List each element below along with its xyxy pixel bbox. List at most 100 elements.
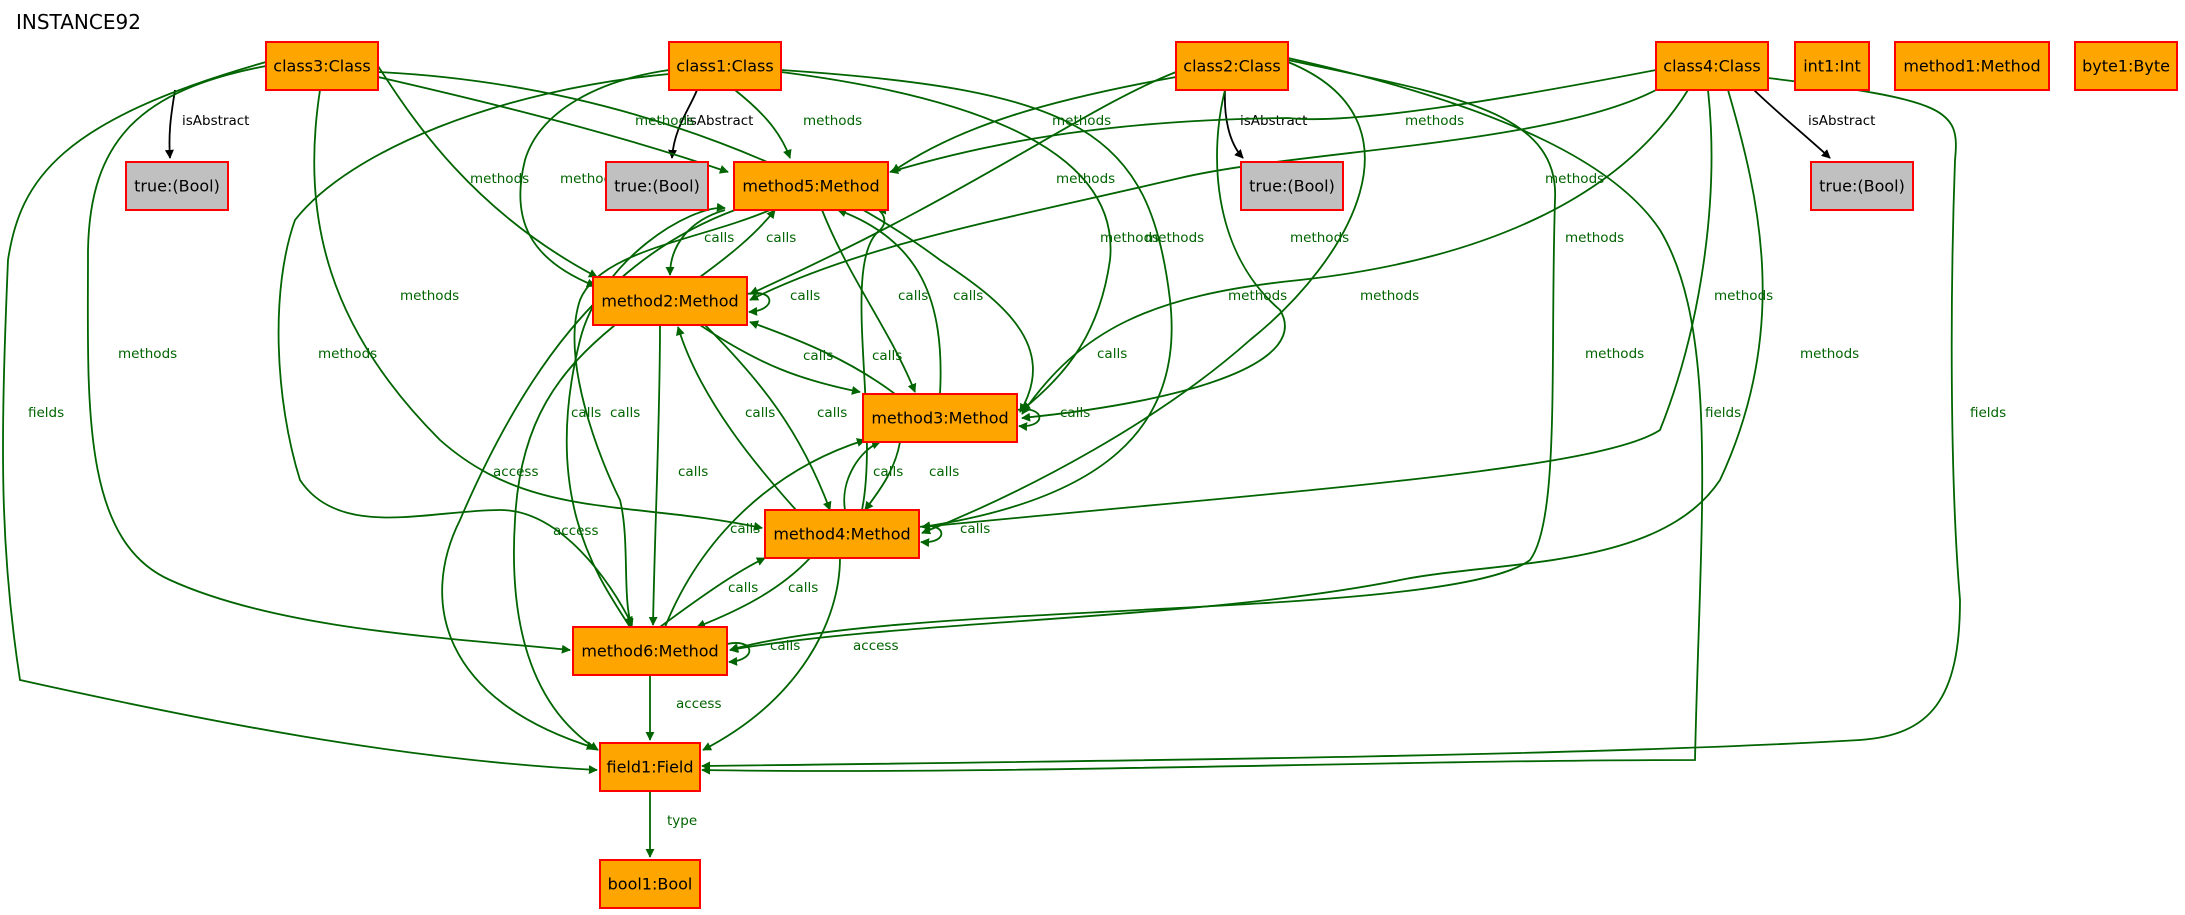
edge-label: methods [1800, 346, 1859, 362]
node-label: method3:Method [871, 409, 1008, 428]
edge-label: calls [766, 230, 796, 246]
edge-label: calls [953, 288, 983, 304]
edge-line [665, 209, 726, 276]
edge-field1-bool1: type [645, 790, 697, 858]
edge-method5-method3: calls [821, 209, 928, 393]
edge-line [648, 324, 661, 626]
node-tb2[interactable]: true:(Bool) [605, 161, 709, 211]
edge-method4-method6: calls [696, 557, 818, 629]
node-tb3[interactable]: true:(Bool) [1240, 161, 1344, 211]
edge-method4-method4: calls [918, 521, 990, 548]
node-label: field1:Field [606, 758, 693, 777]
edge-method3-method4: calls [864, 441, 959, 511]
node-tb4[interactable]: true:(Bool) [1810, 161, 1914, 211]
edge-line [889, 69, 1657, 174]
edge-class1-tb2: isAbstract [668, 89, 753, 159]
node-method3[interactable]: method3:Method [862, 393, 1018, 443]
node-method2[interactable]: method2:Method [592, 276, 748, 326]
edge-label: calls [817, 405, 847, 421]
node-box [599, 859, 701, 909]
edge-method6-method3: calls [664, 438, 866, 628]
edge-line [441, 209, 736, 750]
node-box [1894, 41, 2050, 91]
node-label: true:(Bool) [134, 177, 220, 196]
edge-class4-tb4: isAbstract [1753, 89, 1875, 159]
edge-line [891, 76, 1177, 173]
node-label: true:(Bool) [1819, 177, 1905, 196]
edge-line [313, 89, 763, 531]
edge-label: methods [318, 346, 377, 362]
edge-line [659, 557, 766, 628]
edge-line [377, 65, 598, 278]
node-method4[interactable]: method4:Method [764, 509, 920, 559]
edge-label: access [853, 638, 899, 654]
edge-label: methods [635, 113, 694, 129]
node-label: method1:Method [1903, 57, 2040, 76]
edge-label: methods [118, 346, 177, 362]
node-byte1[interactable]: byte1:Byte [2074, 41, 2178, 91]
edge-line [1021, 89, 1689, 415]
edge-class3-method3: methods [377, 71, 1159, 413]
node-field1[interactable]: field1:Field [599, 742, 701, 792]
node-box [1655, 41, 1769, 91]
edge-class3-method2: methods [377, 65, 598, 278]
node-box [572, 626, 728, 676]
node-class3[interactable]: class3:Class [265, 41, 379, 91]
edge-label: calls [704, 230, 734, 246]
edge-class4-method5: methods [889, 69, 1657, 174]
node-method6[interactable]: method6:Method [572, 626, 728, 676]
node-box [733, 161, 889, 211]
edge-line [701, 57, 1704, 775]
edge-class1-method6: methods [277, 73, 670, 626]
edge-class1-method4: methods [780, 69, 1287, 531]
edge-line [2, 61, 598, 775]
node-label: method2:Method [601, 292, 738, 311]
node-method1[interactable]: method1:Method [1894, 41, 2050, 91]
node-label: class4:Class [1663, 57, 1760, 76]
edge-line [1223, 89, 1244, 159]
edge-label: isAbstract [182, 113, 249, 129]
edge-label: calls [872, 348, 902, 364]
node-box [592, 276, 748, 326]
node-label: byte1:Byte [2082, 57, 2170, 76]
edge-label: methods [803, 113, 862, 129]
node-label: method4:Method [773, 525, 910, 544]
edge-class4-method6: methods [729, 89, 1859, 654]
node-int1[interactable]: int1:Int [1794, 41, 1870, 91]
edge-line [699, 324, 861, 395]
edge-label: methods [1100, 230, 1159, 246]
node-label: method5:Method [742, 177, 879, 196]
edge-method2-method6: calls [648, 324, 708, 626]
edge-label: methods [1545, 171, 1604, 187]
edge-method4-method2: calls [676, 326, 797, 511]
node-class2[interactable]: class2:Class [1175, 41, 1289, 91]
node-box [1810, 161, 1914, 211]
edge-label: fields [28, 405, 64, 421]
edge-method2-method5: calls [699, 209, 796, 278]
edge-method5-method2: calls [665, 209, 734, 276]
edge-label: fields [1705, 405, 1741, 421]
edge-label: methods [1360, 288, 1419, 304]
node-class4[interactable]: class4:Class [1655, 41, 1769, 91]
edge-line [701, 77, 1961, 771]
edge-label: methods [1056, 171, 1115, 187]
node-label: class3:Class [273, 57, 370, 76]
edge-label: methods [560, 171, 619, 187]
node-bool1[interactable]: bool1:Bool [599, 859, 701, 909]
edge-line [676, 326, 797, 511]
node-label: class2:Class [1183, 57, 1280, 76]
edge-class3-tb1: isAbstract [164, 89, 249, 159]
edge-method4-field1: access [702, 557, 899, 751]
edge-label: methods [1228, 288, 1287, 304]
edge-method3-method5: calls [837, 208, 983, 395]
node-box [265, 41, 379, 91]
edge-class4-method4: methods [921, 89, 1773, 531]
edge-label: calls [745, 405, 775, 421]
node-method5[interactable]: method5:Method [733, 161, 889, 211]
edge-line [821, 209, 917, 393]
node-class1[interactable]: class1:Class [668, 41, 782, 91]
edge-label: calls [770, 638, 800, 654]
node-tb1[interactable]: true:(Bool) [125, 161, 229, 211]
